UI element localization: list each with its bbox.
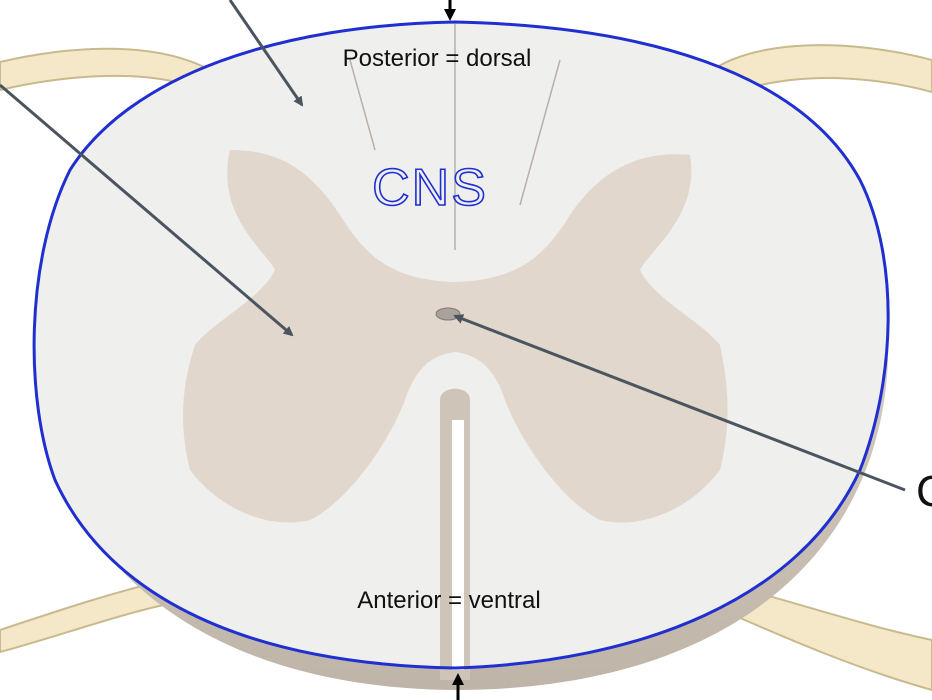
anterior-fissure-light xyxy=(452,420,464,670)
cns-label: CNS xyxy=(372,159,488,217)
cord-outline xyxy=(32,20,890,670)
dorsal-lines xyxy=(349,24,561,250)
cut-off-letter: C xyxy=(916,467,932,516)
gray-matter xyxy=(183,150,728,523)
pointer-arrow-central-canal xyxy=(453,314,906,492)
pointer-arrow-gray-matter xyxy=(0,83,294,337)
pointer-arrow-white-matter xyxy=(228,0,304,107)
anterior-label: Anterior = ventral xyxy=(357,587,540,614)
posterior-label: Posterior = dorsal xyxy=(343,45,532,72)
central-canal xyxy=(435,307,461,321)
